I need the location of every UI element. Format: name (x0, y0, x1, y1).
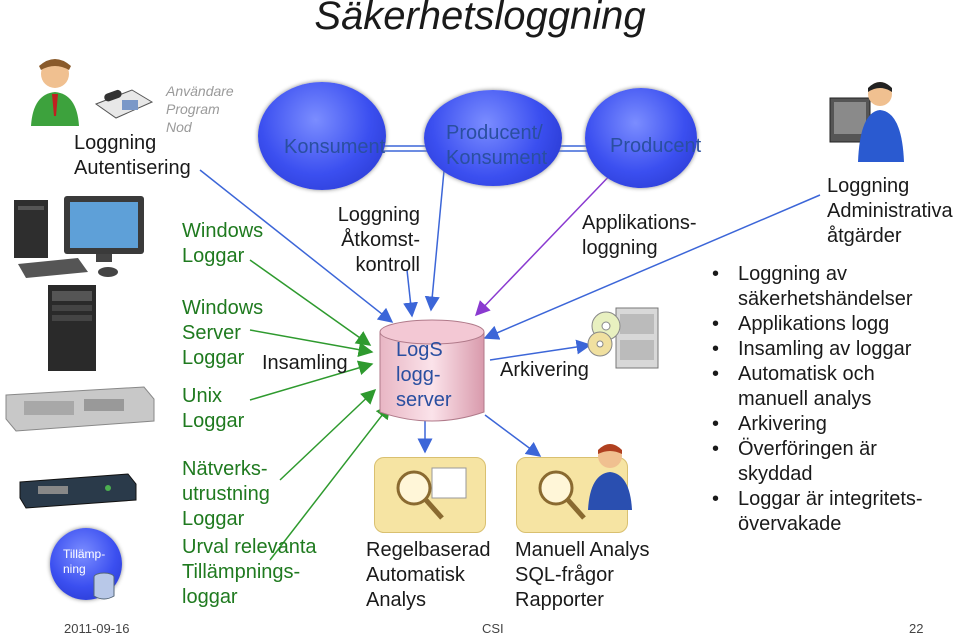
admin-label-line2: Administrativa (827, 200, 953, 222)
legend-labels: Användare Program Nod (166, 82, 234, 136)
manual-analysis-line1: Manuell Analys (515, 539, 650, 561)
access-control-line2: Åtkomst- (341, 229, 420, 251)
collection-label: Insamling (262, 352, 348, 374)
windows-server-line3: Loggar (182, 347, 245, 369)
network-logs-label: Nätverks- utrustning Loggar (182, 457, 270, 532)
analyst-user-icon (588, 444, 632, 510)
windows-logs-label: Windows Loggar (182, 219, 263, 269)
windows-logs-line1: Windows (182, 220, 264, 242)
summary-bullets: Loggning av säkerhetshändelser Applikati… (708, 262, 943, 537)
app-badge-label: Tillämp- ning (63, 547, 105, 577)
bullet-group-2: Insamling av loggar Automatisk och manue… (708, 337, 943, 437)
network-logs-line3: Loggar (182, 508, 245, 530)
bullet-item: Applikations logg (708, 312, 943, 337)
database-icon (93, 572, 115, 600)
windows-server-line1: Windows (182, 297, 264, 319)
network-logs-line1: Nätverks- (182, 458, 268, 480)
consumer-label: Konsument (284, 136, 386, 158)
app-badge-line1: Tillämp- (63, 547, 106, 561)
admin-label-line1: Loggning (827, 175, 910, 197)
unix-logs-line1: Unix (182, 385, 223, 407)
app-logs-line3: loggar (182, 586, 238, 608)
admin-label-line3: åtgärder (827, 225, 902, 247)
consumer-circle (258, 82, 386, 190)
desktop-computer-icon (14, 196, 144, 278)
network-logs-line2: utrustning (182, 483, 270, 505)
rule-analysis-line3: Analys (366, 589, 427, 611)
access-control-line3: kontroll (355, 254, 420, 276)
auth-label-line1: Loggning (74, 132, 157, 154)
rule-analysis-icon (396, 467, 467, 520)
footer-org: CSI (482, 621, 504, 636)
log-server-line2: logg- (396, 364, 441, 386)
bullet-item: Överföringen är skyddad (708, 437, 943, 487)
admin-label: Loggning Administrativa åtgärder (827, 174, 953, 249)
archive-cabinet-icon (587, 307, 659, 369)
app-logs-line2: Tillämpnings- (182, 561, 301, 583)
producer-consumer-label: Producent/ Konsument (446, 121, 547, 171)
footer-date: 2011-09-16 (64, 621, 130, 636)
legend-node: Nod (166, 119, 192, 135)
rule-analysis-line1: Regelbaserad (366, 539, 491, 561)
phone-icon (94, 89, 154, 119)
bullet-item: Insamling av loggar (708, 337, 943, 362)
bullet-item: Loggar är integritets-övervakade (708, 487, 943, 537)
log-server-label: LogS logg- server (396, 338, 452, 413)
log-server-line1: LogS (396, 339, 443, 361)
router-icon (19, 473, 137, 509)
auth-label-line2: Autentisering (74, 157, 191, 179)
app-logging-line1: Applikations- (582, 212, 697, 234)
producer-circle (585, 88, 697, 188)
tower-server-icon (48, 285, 96, 371)
producer-label: Producent (610, 135, 702, 157)
producer-consumer-line1: Producent/ (446, 122, 543, 144)
rule-analysis-label: Regelbaserad Automatisk Analys (366, 538, 491, 613)
legend-program: Program (166, 101, 220, 117)
rack-server-icon (5, 386, 155, 432)
app-logging-label: Applikations- loggning (582, 211, 697, 261)
bullet-item: Arkivering (708, 412, 943, 437)
producer-consumer-circle (424, 90, 562, 186)
producer-consumer-line2: Konsument (446, 147, 548, 169)
log-server-cylinder (379, 319, 485, 422)
access-control-line1: Loggning (337, 204, 420, 226)
archiving-label: Arkivering (500, 359, 589, 381)
unix-logs-label: Unix Loggar (182, 384, 244, 434)
manual-analysis-line3: Rapporter (515, 589, 604, 611)
bullet-group-3: Överföringen är skyddad Loggar är integr… (708, 437, 943, 537)
windows-server-label: Windows Server Loggar (182, 296, 263, 371)
windows-server-line2: Server (182, 322, 241, 344)
footer-page-number: 22 (909, 621, 924, 636)
admin-user-icon (829, 82, 904, 162)
bullet-item: Loggning av säkerhetshändelser (708, 262, 943, 312)
unix-logs-line2: Loggar (182, 410, 245, 432)
bullet-item: Automatisk och manuell analys (708, 362, 943, 412)
manual-analysis-icon (538, 470, 586, 520)
manual-analysis-label: Manuell Analys SQL-frågor Rapporter (515, 538, 650, 613)
manual-analysis-line2: SQL-frågor (515, 564, 614, 586)
app-logs-line1: Urval relevanta (182, 536, 317, 558)
app-logs-label: Urval relevanta Tillämpnings- loggar (182, 535, 317, 610)
legend-user: Användare (166, 83, 234, 99)
page-title: Säkerhetsloggning (314, 0, 646, 38)
app-logging-line2: loggning (582, 237, 658, 259)
access-control-label: Loggning Åtkomst- kontroll (330, 203, 420, 278)
log-server-line3: server (396, 389, 452, 411)
windows-logs-line2: Loggar (182, 245, 245, 267)
app-badge-line2: ning (63, 562, 86, 576)
auth-label: Loggning Autentisering (74, 131, 191, 181)
rule-analysis-line2: Automatisk (366, 564, 465, 586)
bullet-group-1: Loggning av säkerhetshändelser Applikati… (708, 262, 943, 337)
user-icon (31, 59, 79, 126)
